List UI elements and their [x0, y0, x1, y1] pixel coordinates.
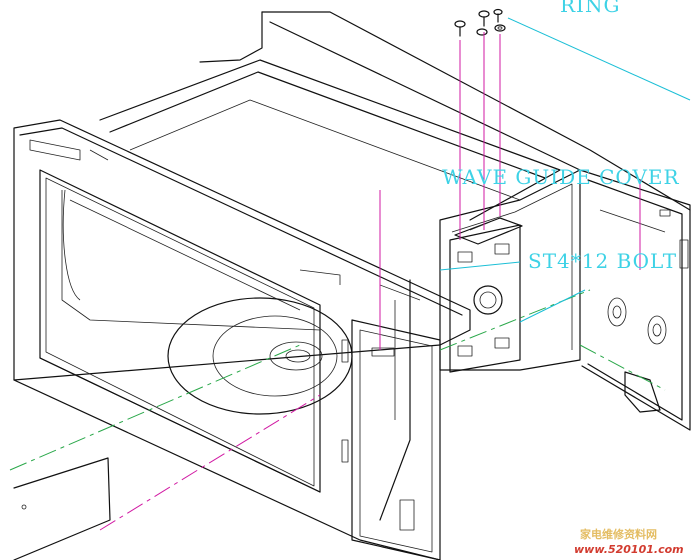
ring-washer [494, 24, 506, 32]
washer-1 [476, 28, 488, 36]
screw-1 [454, 20, 466, 37]
label-bolt: ST4*12 BOLT [528, 249, 677, 273]
watermark-text: 家电维修资料网 [580, 527, 657, 541]
label-ring: RING [560, 0, 620, 17]
detached-panel [13, 457, 111, 560]
component-bay [341, 279, 441, 560]
leader-lines [439, 17, 691, 323]
screw-2 [478, 10, 490, 27]
watermark-url: www.520101.com [574, 543, 684, 556]
cavity-interior [61, 189, 321, 331]
front-frame [13, 119, 471, 560]
axis-lines [9, 289, 666, 471]
label-wave-guide-cover: WAVE GUIDE COVER [442, 165, 680, 189]
watermark: 家电维修资料网 www.520101.com [574, 527, 684, 556]
screw-3 [493, 8, 503, 23]
wave-guide-assembly [439, 169, 581, 373]
side-panel-details [599, 209, 689, 413]
callout-lines [99, 32, 641, 531]
hardware-parts [454, 8, 506, 37]
turntable [167, 297, 353, 415]
